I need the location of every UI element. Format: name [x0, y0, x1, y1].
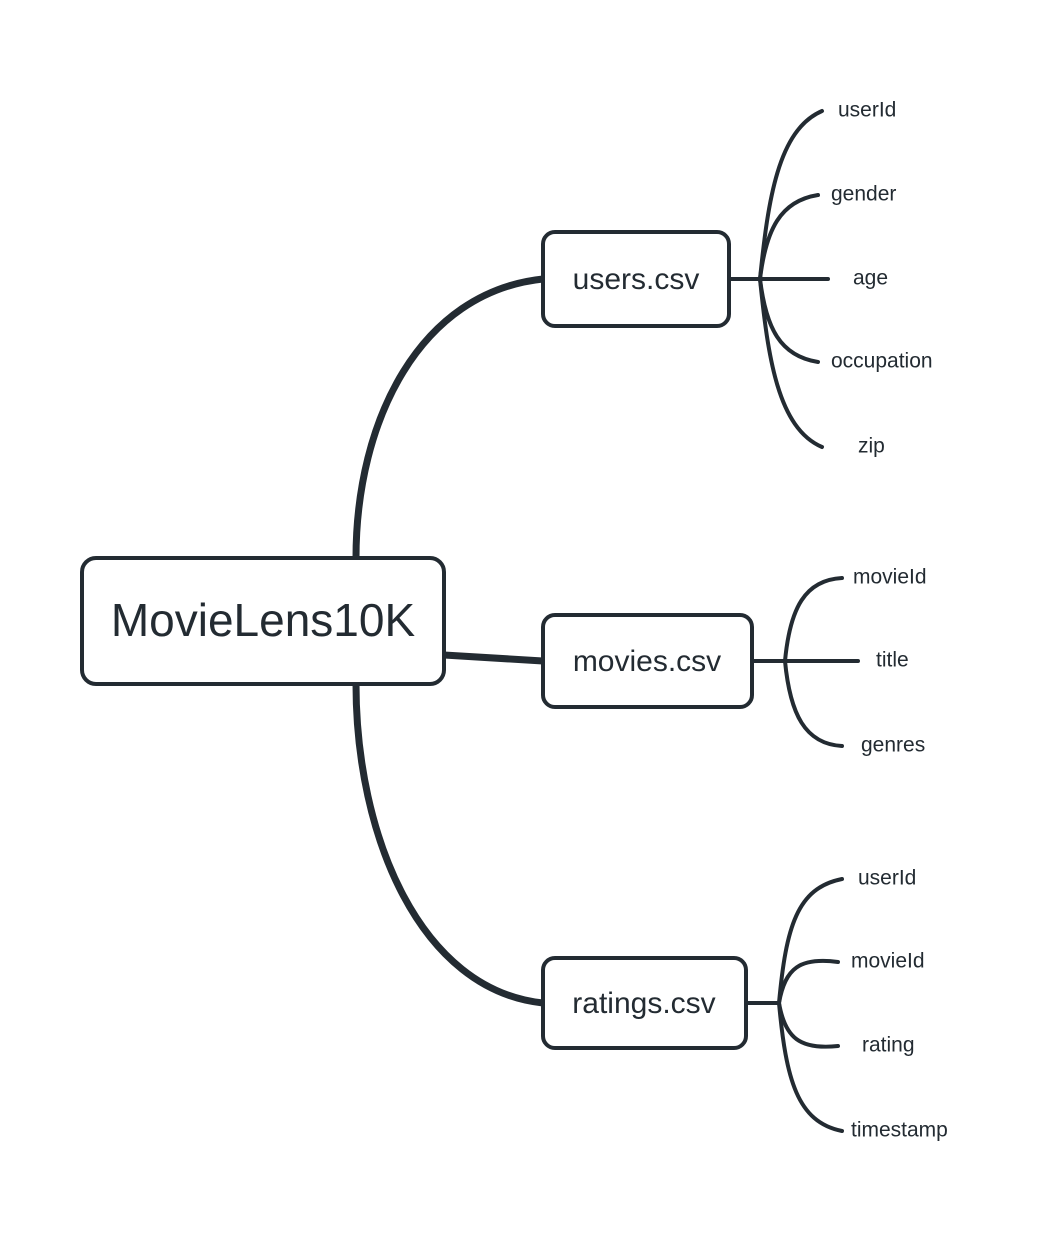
edge-users-to-zip [758, 277, 824, 449]
branch-node-label-ratings: ratings.csv [572, 987, 715, 1020]
node-branch-ratings[interactable]: ratings.csv [541, 956, 748, 1050]
ratings-leaf-edges [744, 877, 844, 1133]
leaf-label-users-gender[interactable]: gender [831, 183, 896, 206]
edge-ratings-to-userId [777, 877, 844, 1005]
edge-root-to-ratings [352, 680, 547, 1007]
leaf-label-users-age[interactable]: age [853, 267, 888, 290]
leaf-label-ratings-rating[interactable]: rating [862, 1034, 915, 1057]
edge-root-to-movies [440, 651, 547, 665]
leaf-label-ratings-userid[interactable]: userId [858, 867, 916, 890]
node-root[interactable]: MovieLens10K [80, 556, 446, 686]
leaf-label-movies-title[interactable]: title [876, 649, 909, 672]
root-branch-edges [352, 275, 547, 1007]
leaf-label-users-zip[interactable]: zip [858, 435, 885, 458]
edge-movies-to-genres [783, 659, 844, 748]
leaf-label-users-occupation[interactable]: occupation [831, 350, 933, 373]
branch-node-box-ratings[interactable] [541, 956, 748, 1050]
node-branch-movies[interactable]: movies.csv [541, 613, 754, 709]
users-leaf-edges [727, 109, 830, 449]
edge-movies-to-movieId [783, 576, 844, 663]
leaf-label-ratings-timestamp[interactable]: timestamp [851, 1119, 948, 1142]
branch-node-box-users[interactable] [541, 230, 731, 328]
root-node-box[interactable] [80, 556, 446, 686]
node-branch-users[interactable]: users.csv [541, 230, 731, 328]
leaf-labels-ratings: userId movieId rating timestamp [851, 867, 948, 1142]
branch-node-box-movies[interactable] [541, 613, 754, 709]
edge-ratings-to-timestamp [777, 1001, 844, 1133]
leaf-label-users-userid[interactable]: userId [838, 99, 896, 122]
leaf-labels-movies: movieId title genres [853, 566, 927, 757]
edge-ratings-to-movieId [777, 958, 840, 1005]
branch-node-label-users: users.csv [573, 263, 700, 296]
edge-ratings-to-rating [777, 1001, 840, 1049]
edge-root-to-users [352, 275, 547, 562]
leaf-labels-users: userId gender age occupation zip [831, 99, 933, 458]
leaf-label-ratings-movieid[interactable]: movieId [851, 950, 925, 973]
edge-users-to-gender [758, 193, 820, 281]
branch-node-label-movies: movies.csv [573, 645, 721, 678]
leaf-label-movies-movieid[interactable]: movieId [853, 566, 927, 589]
movies-leaf-edges [750, 576, 860, 748]
leaf-label-movies-genres[interactable]: genres [861, 734, 925, 757]
root-node-label: MovieLens10K [111, 594, 416, 646]
